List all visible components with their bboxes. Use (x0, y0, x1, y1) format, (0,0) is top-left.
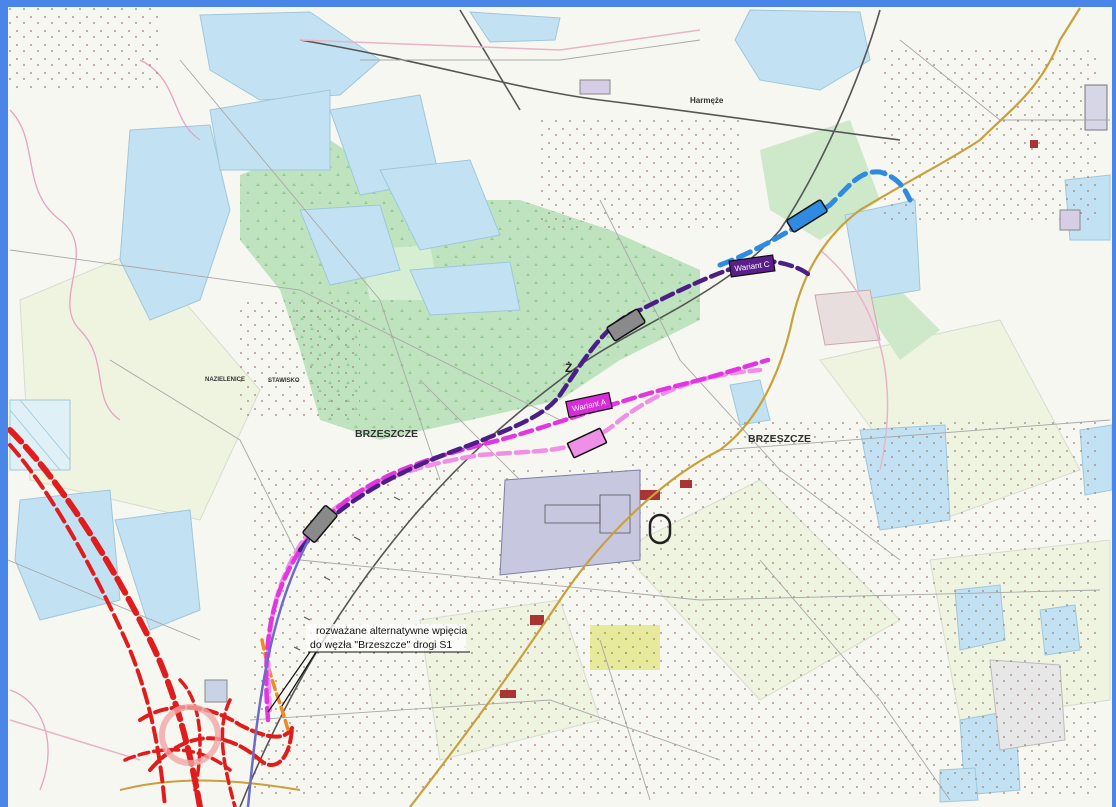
annotation-line2: do węzła "Brzeszcze" drogi S1 (310, 639, 452, 651)
annotation: rozważane alternatywne wpięcia do węzła … (267, 624, 470, 713)
frame-right-border (1112, 0, 1116, 807)
place-brzeszcze-west: BRZESZCZE (355, 428, 418, 440)
local-road-west (119, 779, 301, 791)
place-harmeze: Harmęże (690, 96, 724, 105)
marker-gray-2[interactable] (302, 505, 338, 543)
place-brzeszcze-east: BRZESZCZE (748, 433, 811, 445)
marker-blue[interactable] (786, 199, 828, 233)
frame-left-border (0, 0, 8, 807)
variant-markers: Wariant C Wariant A (302, 199, 828, 543)
place-names: BRZESZCZE BRZESZCZE Harmęże NAZIELENICE … (205, 96, 811, 445)
marker-wariant-c[interactable]: Wariant C (728, 254, 776, 278)
marker-pink[interactable] (566, 427, 608, 459)
minor-roads (7, 39, 1111, 801)
place-nazielenice: NAZIELENICE (205, 377, 245, 383)
place-stawisko: STAWISKO (268, 378, 300, 384)
frame-top-border (0, 0, 1116, 7)
railway-ticks (293, 496, 401, 651)
marker-gray-1[interactable] (606, 308, 646, 342)
local-road (409, 7, 1081, 807)
mine-site (204, 79, 1108, 703)
water-grid (9, 399, 71, 471)
pink-roads (9, 29, 889, 761)
s1-expressway (7, 427, 294, 807)
symbol-marker: Ż (565, 360, 572, 375)
annotation-line1: rozważane alternatywne wpięcia (316, 625, 467, 637)
race-track (648, 513, 672, 545)
marker-wariant-a[interactable]: Wariant A (565, 391, 613, 419)
